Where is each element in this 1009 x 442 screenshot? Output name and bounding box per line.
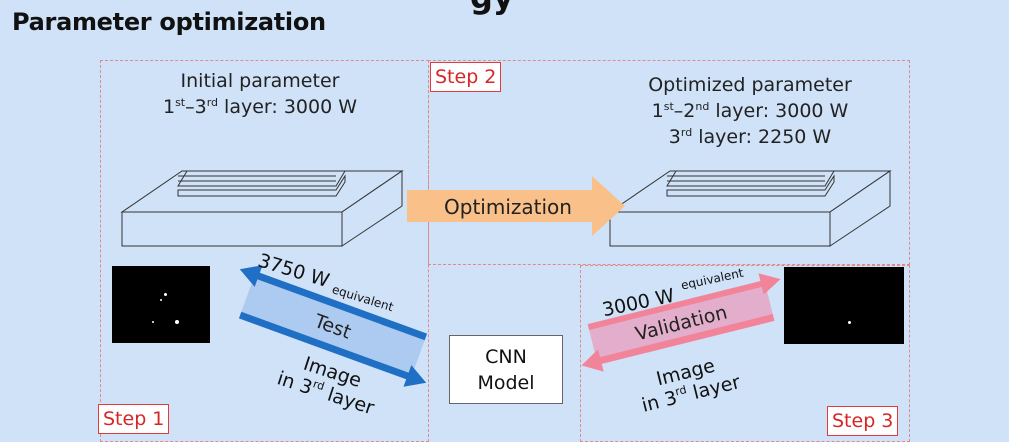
step2-label: Step 2 [430,62,502,92]
test-image-spot [164,293,167,296]
test-layer-sup: rd [311,377,326,393]
initial-parameter-title: Initial parameter [180,70,340,92]
initial-layer-prefix: 1 [162,96,176,118]
optimization-arrow [407,176,625,236]
initial-layer-mid: –3 [185,96,207,118]
opt-layer-mid: –2 [673,100,696,122]
step2-region [428,60,910,265]
optimized-parameter-text: Optimized parameter 1st–2nd layer: 3000 … [610,72,890,150]
initial-layer-suffix: layer: 3000 W [218,96,358,118]
opt-layer3-suffix: layer: 2250 W [692,126,832,148]
test-layer-image [112,266,210,343]
opt-layer3-sup: rd [680,126,693,139]
validation-image-spot [848,321,851,324]
validation-layer-image [784,267,904,344]
opt-layer3-prefix: 3 [668,126,681,148]
test-image-spot [175,320,179,324]
validation-arrow: Validation [581,273,781,372]
optimized-deposited-layers [666,170,835,197]
cnn-label: CNN [485,345,527,368]
opt-layer-prefix: 1 [651,100,664,122]
initial-deposited-layers [177,170,346,197]
initial-layer-sup1: st [175,96,186,109]
validation-layer-prefix: in 3 [640,387,680,417]
optimized-parameter-layer3: 3rd layer: 2250 W [610,124,890,150]
optimized-parameter-layers12: 1st–2nd layer: 3000 W [610,98,890,124]
test-image-spot [152,321,154,323]
opt-layer-sup1: st [663,100,674,113]
test-arrow: Test [238,265,428,387]
validation-layer-sup: rd [674,383,688,398]
step1-label: Step 1 [98,404,170,434]
optimization-label: Optimization [444,195,572,219]
test-image-spot [160,299,162,301]
initial-parameter-layers: 1st–3rd layer: 3000 W [120,94,400,120]
validation-image-annotation: Image in 3rd layer [640,355,743,417]
cnn-model-box: CNN Model [449,335,563,404]
opt-layer-suffix: layer: 3000 W [709,100,849,122]
page-title: Parameter optimization [12,8,326,36]
model-label: Model [477,371,535,394]
optimized-parameter-title: Optimized parameter [648,74,852,96]
initial-parameter-text: Initial parameter 1st–3rd layer: 3000 W [120,68,400,120]
opt-layer-sup2: nd [695,100,710,113]
initial-layer-sup2: rd [206,96,219,109]
cut-off-heading: gy [470,0,514,16]
